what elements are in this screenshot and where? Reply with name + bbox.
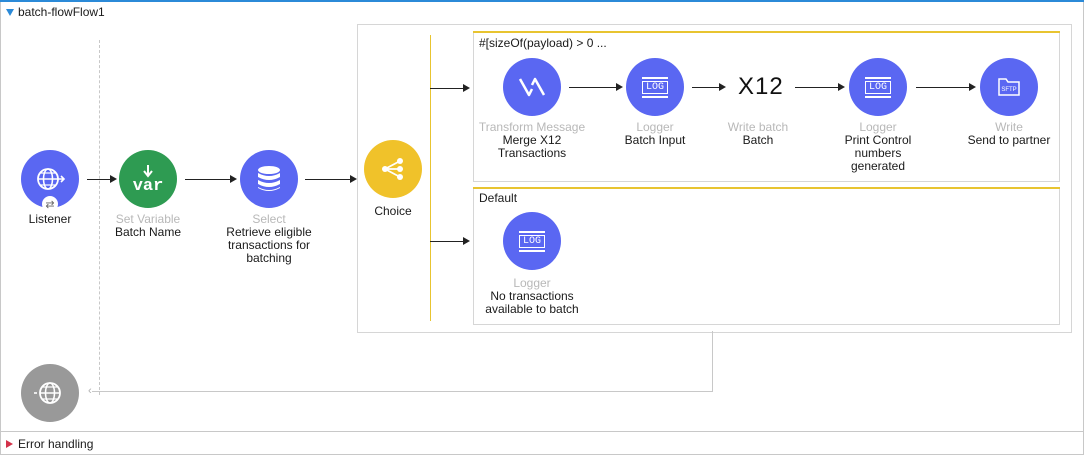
logger-default-component[interactable]: LOG <box>503 212 561 270</box>
error-handling-section[interactable]: Error handling <box>0 431 1084 456</box>
globe-icon <box>37 168 66 190</box>
logger-type: Logger <box>859 120 897 134</box>
choice-component[interactable] <box>364 140 422 198</box>
route-default-bar <box>473 187 1060 189</box>
down-arrow-icon <box>143 164 153 178</box>
log-lines-icon <box>865 95 891 98</box>
set-variable-name: Batch Name <box>114 225 182 239</box>
set-variable-component[interactable]: var <box>119 150 177 208</box>
transform-message-type: Transform Message <box>478 120 586 134</box>
route-when-arrowhead <box>463 84 470 92</box>
database-icon <box>258 166 280 191</box>
connector-arrowhead <box>616 83 623 91</box>
connector-arrowhead <box>838 83 845 91</box>
select-label: Select Retrieve eligible transactions fo… <box>204 213 334 265</box>
log-icon-text: LOG <box>641 80 668 94</box>
logger-name: No transactions available to batch <box>485 289 579 316</box>
logger-batch-input-label: Logger Batch Input <box>590 121 720 147</box>
error-handling-label: Error handling <box>18 437 94 451</box>
connector-arrowhead <box>969 83 976 91</box>
logger-print-control-label: Logger Print Control numbers generated <box>813 121 943 173</box>
response-component[interactable] <box>21 364 79 422</box>
route-when-bar <box>473 31 1060 33</box>
route-default-arrow <box>430 241 466 242</box>
choice-name: Choice <box>374 204 412 218</box>
logger-type: Logger <box>636 120 674 134</box>
choice-route-divider <box>430 35 431 321</box>
set-variable-label: Set Variable Batch Name <box>83 213 213 239</box>
set-variable-type: Set Variable <box>115 212 181 226</box>
route-when-arrow <box>430 88 466 89</box>
write-batch-label: Write batch Batch <box>693 121 823 147</box>
logger-print-control-component[interactable]: LOG <box>849 58 907 116</box>
sftp-write-type: Write <box>995 120 1023 134</box>
connector-arrow <box>305 179 353 180</box>
connector-arrow <box>569 87 619 88</box>
log-lines-icon <box>865 76 891 79</box>
choice-router-container <box>357 24 1072 333</box>
listener-exchange-badge: ⇄ <box>42 196 58 212</box>
return-path-arrowhead: ‹ <box>88 385 92 397</box>
var-icon-text: var <box>132 176 164 196</box>
select-type: Select <box>252 212 286 226</box>
sftp-folder-icon: SFTP <box>998 78 1020 96</box>
connector-arrow <box>185 179 233 180</box>
log-lines-icon <box>519 249 545 252</box>
log-icon-text: LOG <box>864 80 891 94</box>
select-component[interactable] <box>240 150 298 208</box>
route-when-condition: #[sizeOf(payload) > 0 ... <box>479 36 607 50</box>
svg-text:SFTP: SFTP <box>1001 87 1016 93</box>
connector-arrow <box>795 87 841 88</box>
return-path-vertical <box>712 331 713 391</box>
connector-arrowhead <box>110 175 117 183</box>
log-lines-icon <box>642 95 668 98</box>
sftp-write-label: Write Send to partner <box>944 121 1074 147</box>
select-name: Retrieve eligible transactions for batch… <box>226 225 312 265</box>
log-lines-icon <box>642 76 668 79</box>
connector-arrow <box>916 87 972 88</box>
connector-arrowhead <box>350 175 357 183</box>
flow-header[interactable]: batch-flowFlow1 <box>6 5 105 19</box>
transform-message-component[interactable] <box>503 58 561 116</box>
connector-arrow <box>87 179 113 180</box>
collapse-triangle-icon[interactable] <box>6 8 14 16</box>
return-path-horizontal <box>92 391 713 392</box>
expand-triangle-icon[interactable] <box>6 440 13 448</box>
listener-name: Listener <box>28 212 72 226</box>
error-handling-header[interactable]: Error handling <box>6 437 93 451</box>
transform-message-label: Transform Message Merge X12 Transactions <box>467 121 597 160</box>
x12-write-batch-component[interactable]: X12 <box>738 73 784 100</box>
branch-icon <box>382 158 403 180</box>
listener-label: Listener <box>0 213 115 226</box>
logger-type: Logger <box>513 276 551 290</box>
log-lines-icon <box>519 230 545 233</box>
logger-name: Print Control numbers generated <box>844 133 912 173</box>
connector-arrowhead <box>719 83 726 91</box>
logger-name: Batch Input <box>624 133 686 147</box>
logger-batch-input-component[interactable]: LOG <box>626 58 684 116</box>
globe-icon <box>34 382 61 404</box>
logger-default-label: Logger No transactions available to batc… <box>467 277 597 316</box>
selection-highlight <box>0 0 1084 2</box>
sftp-write-name: Send to partner <box>967 133 1051 147</box>
route-default-arrowhead <box>463 237 470 245</box>
source-dashed-line <box>99 40 100 395</box>
dataweave-icon <box>518 77 546 97</box>
connector-arrowhead <box>230 175 237 183</box>
flow-name: batch-flowFlow1 <box>18 5 105 19</box>
transform-message-name: Merge X12 Transactions <box>497 133 567 160</box>
route-default-label: Default <box>479 191 518 205</box>
write-batch-type: Write batch <box>727 120 789 134</box>
log-icon-text: LOG <box>518 234 545 248</box>
sftp-write-component[interactable]: SFTP <box>980 58 1038 116</box>
write-batch-name: Batch <box>742 133 774 147</box>
connector-arrow <box>692 87 722 88</box>
choice-label: Choice <box>328 205 458 218</box>
